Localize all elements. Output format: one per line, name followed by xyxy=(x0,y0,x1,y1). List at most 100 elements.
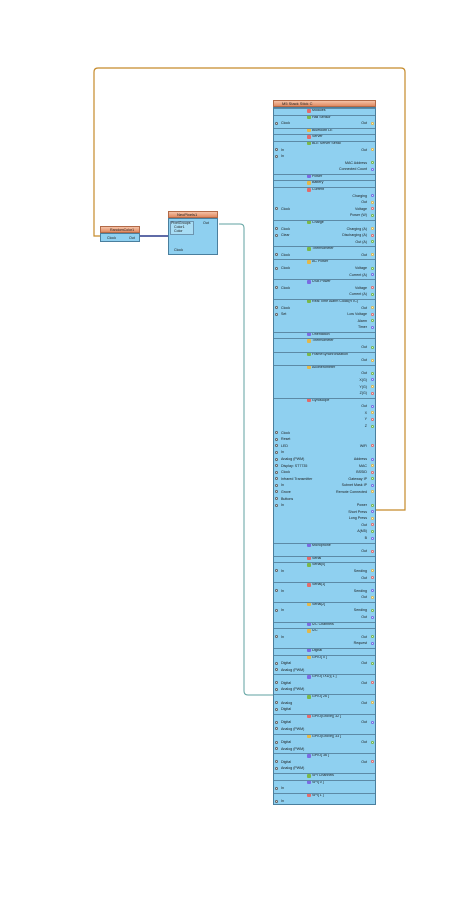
input-pin[interactable] xyxy=(275,569,278,573)
input-pin[interactable] xyxy=(275,661,278,665)
output-pin[interactable] xyxy=(371,470,374,474)
output-pin[interactable] xyxy=(371,615,374,619)
input-pin[interactable] xyxy=(275,227,278,231)
output-pin[interactable] xyxy=(371,167,374,171)
input-pin[interactable] xyxy=(275,707,278,711)
input-pin[interactable] xyxy=(275,266,278,270)
input-pin[interactable] xyxy=(275,470,278,474)
wire-a-button-to-random-clock[interactable] xyxy=(93,67,406,511)
output-pin[interactable] xyxy=(371,345,374,349)
output-pin[interactable] xyxy=(371,306,374,310)
output-pin[interactable] xyxy=(371,701,374,705)
output-pin[interactable] xyxy=(371,404,374,408)
input-pin[interactable] xyxy=(275,286,278,290)
output-pin[interactable] xyxy=(371,490,374,494)
output-pin[interactable] xyxy=(371,213,374,217)
output-pin[interactable] xyxy=(371,444,374,448)
input-pin[interactable] xyxy=(275,121,278,125)
input-pin[interactable] xyxy=(275,483,278,487)
output-pin[interactable] xyxy=(371,549,374,553)
output-pin[interactable] xyxy=(371,121,374,125)
input-pin[interactable] xyxy=(275,687,278,691)
output-pin[interactable] xyxy=(371,661,374,665)
input-pin[interactable] xyxy=(275,608,278,612)
output-pin[interactable] xyxy=(371,608,374,612)
output-pin[interactable] xyxy=(371,273,374,277)
output-pin[interactable] xyxy=(371,378,374,382)
output-pin[interactable] xyxy=(371,148,374,151)
input-pin[interactable] xyxy=(275,457,278,461)
input-pin[interactable] xyxy=(275,148,278,151)
output-pin[interactable] xyxy=(371,760,374,764)
output-pin[interactable] xyxy=(371,510,374,514)
input-pin[interactable] xyxy=(275,437,278,441)
output-pin[interactable] xyxy=(371,266,374,270)
output-pin[interactable] xyxy=(371,227,374,231)
output-pin[interactable] xyxy=(371,417,374,421)
output-pin[interactable] xyxy=(371,240,374,244)
output-pin[interactable] xyxy=(371,641,374,645)
input-pin[interactable] xyxy=(275,503,278,507)
input-pin[interactable] xyxy=(275,760,278,764)
input-pin[interactable] xyxy=(275,464,278,468)
output-pin[interactable] xyxy=(371,207,374,211)
input-pin[interactable] xyxy=(275,766,278,770)
output-pin[interactable] xyxy=(371,576,374,580)
input-pin[interactable] xyxy=(275,799,278,803)
input-pin[interactable] xyxy=(275,589,278,593)
input-pin[interactable] xyxy=(275,450,278,454)
input-pin[interactable] xyxy=(275,477,278,481)
input-pin[interactable] xyxy=(275,747,278,751)
output-pin[interactable] xyxy=(371,319,374,323)
random-color-block[interactable]: RandomColor1 Clock Out xyxy=(100,226,140,242)
output-pin[interactable] xyxy=(371,569,374,573)
output-pin[interactable] xyxy=(371,253,374,257)
output-pin[interactable] xyxy=(371,292,374,296)
output-pin[interactable] xyxy=(371,200,374,204)
input-pin[interactable] xyxy=(275,786,278,790)
input-pin[interactable] xyxy=(275,740,278,744)
output-pin[interactable] xyxy=(371,286,374,290)
input-pin[interactable] xyxy=(275,207,278,211)
input-pin[interactable] xyxy=(275,668,278,672)
output-pin[interactable] xyxy=(371,464,374,468)
output-pin[interactable] xyxy=(371,477,374,481)
output-pin[interactable] xyxy=(371,457,374,461)
output-pin[interactable] xyxy=(371,681,374,685)
output-pin[interactable] xyxy=(371,411,374,415)
output-pin[interactable] xyxy=(371,358,374,362)
output-pin[interactable] xyxy=(371,635,374,639)
output-pin[interactable] xyxy=(371,589,374,593)
input-pin[interactable] xyxy=(275,154,278,158)
output-pin[interactable] xyxy=(371,536,374,540)
input-pin[interactable] xyxy=(275,233,278,237)
output-pin[interactable] xyxy=(371,595,374,599)
output-pin[interactable] xyxy=(371,194,374,198)
output-pin[interactable] xyxy=(371,233,374,237)
output-pin[interactable] xyxy=(371,483,374,487)
output-pin[interactable] xyxy=(371,503,374,507)
output-pin[interactable] xyxy=(371,523,374,527)
output-pin[interactable] xyxy=(371,325,374,329)
input-pin[interactable] xyxy=(275,720,278,724)
input-pin[interactable] xyxy=(275,444,278,448)
output-pin[interactable] xyxy=(371,529,374,533)
output-pin[interactable] xyxy=(371,740,374,744)
input-pin[interactable] xyxy=(275,490,278,494)
input-pin[interactable] xyxy=(275,497,278,500)
neopixels-block[interactable]: NeoPixels1 PixelGroups Color1 Color Out … xyxy=(168,211,218,255)
input-pin[interactable] xyxy=(275,312,278,316)
input-pin[interactable] xyxy=(275,306,278,310)
wire-neopixel-out-to-gpio26[interactable] xyxy=(219,223,275,696)
input-pin[interactable] xyxy=(275,681,278,685)
input-pin[interactable] xyxy=(275,635,278,639)
output-pin[interactable] xyxy=(371,391,374,395)
output-pin[interactable] xyxy=(371,161,374,165)
input-pin[interactable] xyxy=(275,701,278,705)
output-pin[interactable] xyxy=(371,312,374,316)
input-pin[interactable] xyxy=(275,253,278,257)
output-pin[interactable] xyxy=(371,516,374,520)
output-pin[interactable] xyxy=(371,371,374,375)
output-pin[interactable] xyxy=(371,720,374,724)
